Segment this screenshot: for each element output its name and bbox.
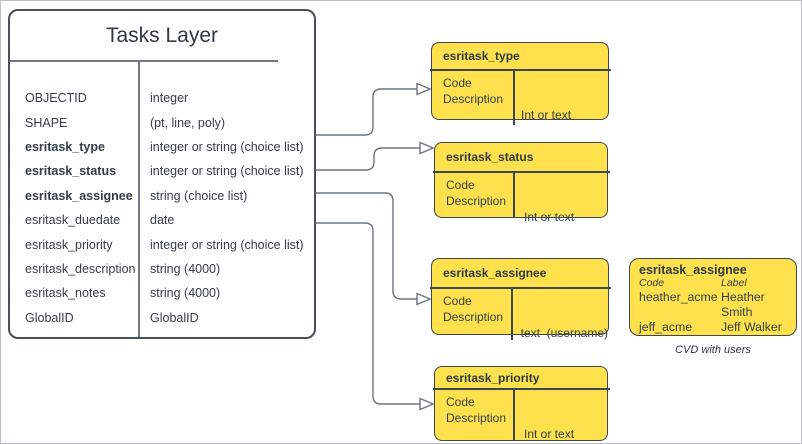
- domain-body: Code Description text (username) text (2…: [432, 287, 608, 388]
- tasks-layer-title: Tasks Layer: [105, 23, 219, 47]
- domain-body: Code Description Int or text text (255): [435, 171, 607, 272]
- table-row: esritask_description string (4000): [10, 257, 314, 281]
- column-divider: [513, 388, 515, 440]
- domain-cell: Code: [443, 76, 472, 90]
- table-row: OBJECTID integer: [10, 86, 314, 110]
- table-row: SHAPE (pt, line, poly): [10, 110, 314, 134]
- field-type: date: [150, 213, 175, 228]
- domain-body: Code Description Int or text text (255): [435, 388, 607, 441]
- domain-title: esritask_priority: [446, 370, 540, 385]
- domain-cell: Code: [446, 178, 475, 192]
- field-type: (pt, line, poly): [150, 115, 226, 130]
- field-name: esritask_status: [25, 164, 117, 179]
- title-divider: [433, 171, 610, 173]
- domain-box-esritask-status: esritask_status Code Description Int or …: [433, 142, 610, 272]
- domain-title: esritask_status: [446, 150, 534, 164]
- domain-cell: Description: [446, 411, 507, 425]
- arrowhead-icon: [419, 397, 435, 411]
- cvd-caption: CVD with users: [675, 344, 751, 356]
- title-divider: [433, 388, 610, 390]
- arrowhead-icon: [419, 141, 435, 155]
- field-type: GlobalID: [150, 310, 199, 325]
- domain-box-esritask-assignee: esritask_assignee Code Description text …: [430, 258, 611, 388]
- domain-box-esritask-type: esritask_type Code Description Int or te…: [430, 42, 611, 170]
- column-divider: [513, 171, 515, 217]
- cvd-more: ....: [639, 335, 721, 336]
- field-type: string (4000): [150, 286, 221, 301]
- cvd-code: jeff_acme: [639, 320, 693, 334]
- domain-body: Code Description Int or text text (255): [432, 69, 608, 170]
- column-divider: [138, 60, 140, 337]
- title-divider: [10, 60, 278, 62]
- cvd-value-list: Code Label heather_acme Heather Smith je…: [639, 277, 787, 336]
- table-row: esritask_assignee string (choice list): [10, 184, 314, 208]
- field-name: esritask_duedate: [25, 213, 121, 228]
- table-row: esritask_priority integer or string (choi…: [10, 232, 314, 256]
- tasks-layer-table: Tasks Layer OBJECTID integer SHAPE (pt, li…: [8, 9, 316, 339]
- field-name: esritask_priority: [25, 237, 113, 252]
- cvd-label-header: Label: [721, 277, 747, 289]
- domain-title: esritask_type: [443, 49, 520, 63]
- field-name: OBJECTID: [25, 91, 87, 106]
- field-type: string (4000): [150, 261, 221, 276]
- connector-esritask-assignee: [314, 192, 417, 300]
- domain-cell: Description: [446, 194, 507, 208]
- field-name: SHAPE: [25, 115, 68, 130]
- domain-cell: Int or text: [524, 210, 575, 224]
- domain-cell: Code: [446, 395, 475, 409]
- field-type: string (choice list): [150, 188, 248, 203]
- field-name: GlobalID: [25, 310, 74, 325]
- arrowhead-icon: [416, 292, 432, 306]
- cvd-title: esritask_assignee: [639, 263, 747, 277]
- field-name: esritask_notes: [25, 286, 106, 301]
- field-name: esritask_assignee: [25, 188, 133, 203]
- field-type: integer or string (choice list): [150, 139, 304, 154]
- table-row: esritask_notes string (4000): [10, 281, 314, 305]
- table-row: esritask_type integer or string (choice l…: [10, 135, 314, 159]
- table-row: esritask_status integer or string (choice…: [10, 159, 314, 183]
- title-divider: [430, 69, 611, 71]
- domain-cell: Description: [443, 310, 504, 324]
- column-divider: [513, 69, 515, 125]
- field-name: esritask_type: [25, 139, 105, 154]
- domain-cell: Code: [443, 294, 472, 308]
- field-type: integer: [150, 91, 189, 106]
- domain-box-esritask-priority: esritask_priority Code Description Int o…: [433, 366, 610, 441]
- connector-esritask-status: [314, 147, 420, 171]
- domain-cell: text (username): [520, 326, 608, 340]
- cvd-label: Jeff Walker: [721, 320, 782, 334]
- table-row: GlobalID GlobalID: [10, 306, 314, 330]
- field-name: esritask_description: [25, 261, 136, 276]
- table-row: esritask_duedate date: [10, 208, 314, 232]
- connector-esritask-type: [314, 88, 417, 136]
- domain-cell: Int or text: [521, 108, 572, 122]
- field-list: OBJECTID integer SHAPE (pt, line, poly) es…: [10, 60, 314, 330]
- field-type: integer or string (choice list): [150, 164, 304, 179]
- cvd-label: Heather Smith: [721, 290, 765, 319]
- cvd-code: heather_acme: [639, 290, 718, 304]
- arrowhead-icon: [416, 82, 432, 96]
- cvd-code-header: Code: [639, 277, 665, 289]
- domain-cell: Description: [443, 92, 504, 106]
- connector-esritask-priority: [314, 222, 420, 405]
- domain-title: esritask_assignee: [443, 266, 547, 280]
- domain-cell: Int or text: [524, 427, 575, 441]
- title-divider: [430, 287, 611, 289]
- cvd-box-esritask-assignee: esritask_assignee Code Label heather_acm…: [629, 258, 797, 336]
- column-divider: [511, 287, 513, 340]
- field-type: integer or string (choice list): [150, 237, 304, 252]
